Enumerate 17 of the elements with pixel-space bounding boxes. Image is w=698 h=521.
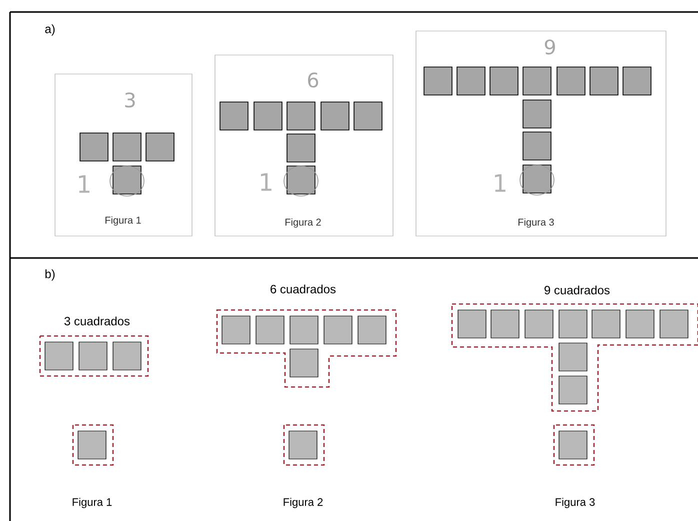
- figure-caption: Figura 2: [284, 498, 323, 508]
- panel-label: b): [45, 269, 55, 281]
- handwritten-number: 6: [308, 72, 318, 88]
- handwritten-number: 1: [261, 173, 272, 191]
- handwritten-number: 1: [495, 174, 506, 192]
- handwritten-number: 3: [125, 92, 135, 108]
- figure-caption: Figura 1: [105, 216, 141, 226]
- figure-caption: Figura 1: [72, 498, 112, 508]
- handwritten-number: 9: [544, 39, 555, 55]
- figure-caption: Figura 3: [518, 218, 554, 228]
- figure-caption: Figura 3: [556, 498, 595, 508]
- figure-caption: Figura 2: [285, 218, 321, 228]
- count-label: 9 cuadrados: [544, 286, 610, 294]
- count-label: 6 cuadrados: [270, 284, 336, 294]
- panel-label: a): [45, 24, 55, 36]
- count-label: 3 cuadrados: [64, 316, 130, 326]
- handwritten-number: 1: [79, 175, 90, 193]
